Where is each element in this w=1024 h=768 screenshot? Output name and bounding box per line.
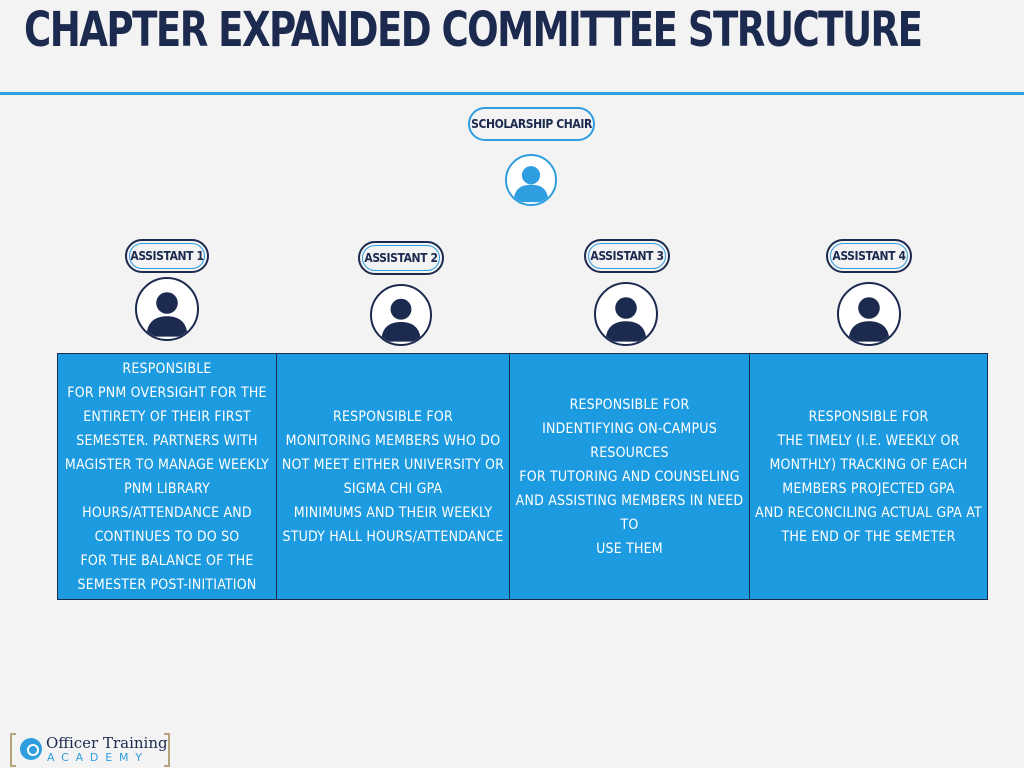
assistant-1-responsibility: RESPONSIBLE FOR PNM OVERSIGHT FOR THE EN…	[64, 360, 270, 593]
assistant-2-label: ASSISTANT 2	[358, 241, 444, 275]
assistant-3-avatar-icon	[594, 282, 658, 346]
logo-text-primary: Officer Training	[46, 734, 168, 752]
page-title: CHAPTER EXPANDED COMMITTEE STRUCTURE	[24, 2, 923, 58]
logo-bracket-right	[164, 733, 170, 767]
assistant-1-cell: RESPONSIBLE FOR PNM OVERSIGHT FOR THE EN…	[58, 354, 277, 599]
assistant-4-avatar-icon	[837, 282, 901, 346]
assistant-4-responsibility: RESPONSIBLE FOR THE TIMELY (I.E. WEEKLY …	[755, 408, 982, 545]
assistant-3-label: ASSISTANT 3	[584, 239, 670, 273]
assistant-2-avatar-icon	[370, 284, 432, 346]
assistant-2-cell: RESPONSIBLE FOR MONITORING MEMBERS WHO D…	[277, 354, 510, 599]
assistant-4-cell: RESPONSIBLE FOR THE TIMELY (I.E. WEEKLY …	[750, 354, 987, 599]
assistant-1-label: ASSISTANT 1	[125, 239, 209, 273]
assistant-3-cell: RESPONSIBLE FOR INDENTIFYING ON-CAMPUS R…	[510, 354, 750, 599]
assistant-2-responsibility: RESPONSIBLE FOR MONITORING MEMBERS WHO D…	[281, 408, 505, 545]
officer-training-academy-logo: Officer Training ACADEMY	[10, 733, 170, 767]
assistant-1-avatar-icon	[135, 277, 199, 341]
responsibilities-table: RESPONSIBLE FOR PNM OVERSIGHT FOR THE EN…	[57, 353, 988, 600]
logo-bracket-left	[10, 733, 16, 767]
logo-badge-icon	[20, 738, 42, 760]
title-divider	[0, 92, 1024, 95]
chair-avatar-icon	[505, 154, 557, 206]
assistant-3-responsibility: RESPONSIBLE FOR INDENTIFYING ON-CAMPUS R…	[515, 396, 744, 557]
assistant-4-label: ASSISTANT 4	[826, 239, 912, 273]
logo-text-secondary: ACADEMY	[47, 751, 149, 764]
scholarship-chair-label: SCHOLARSHIP CHAIR	[468, 107, 595, 141]
